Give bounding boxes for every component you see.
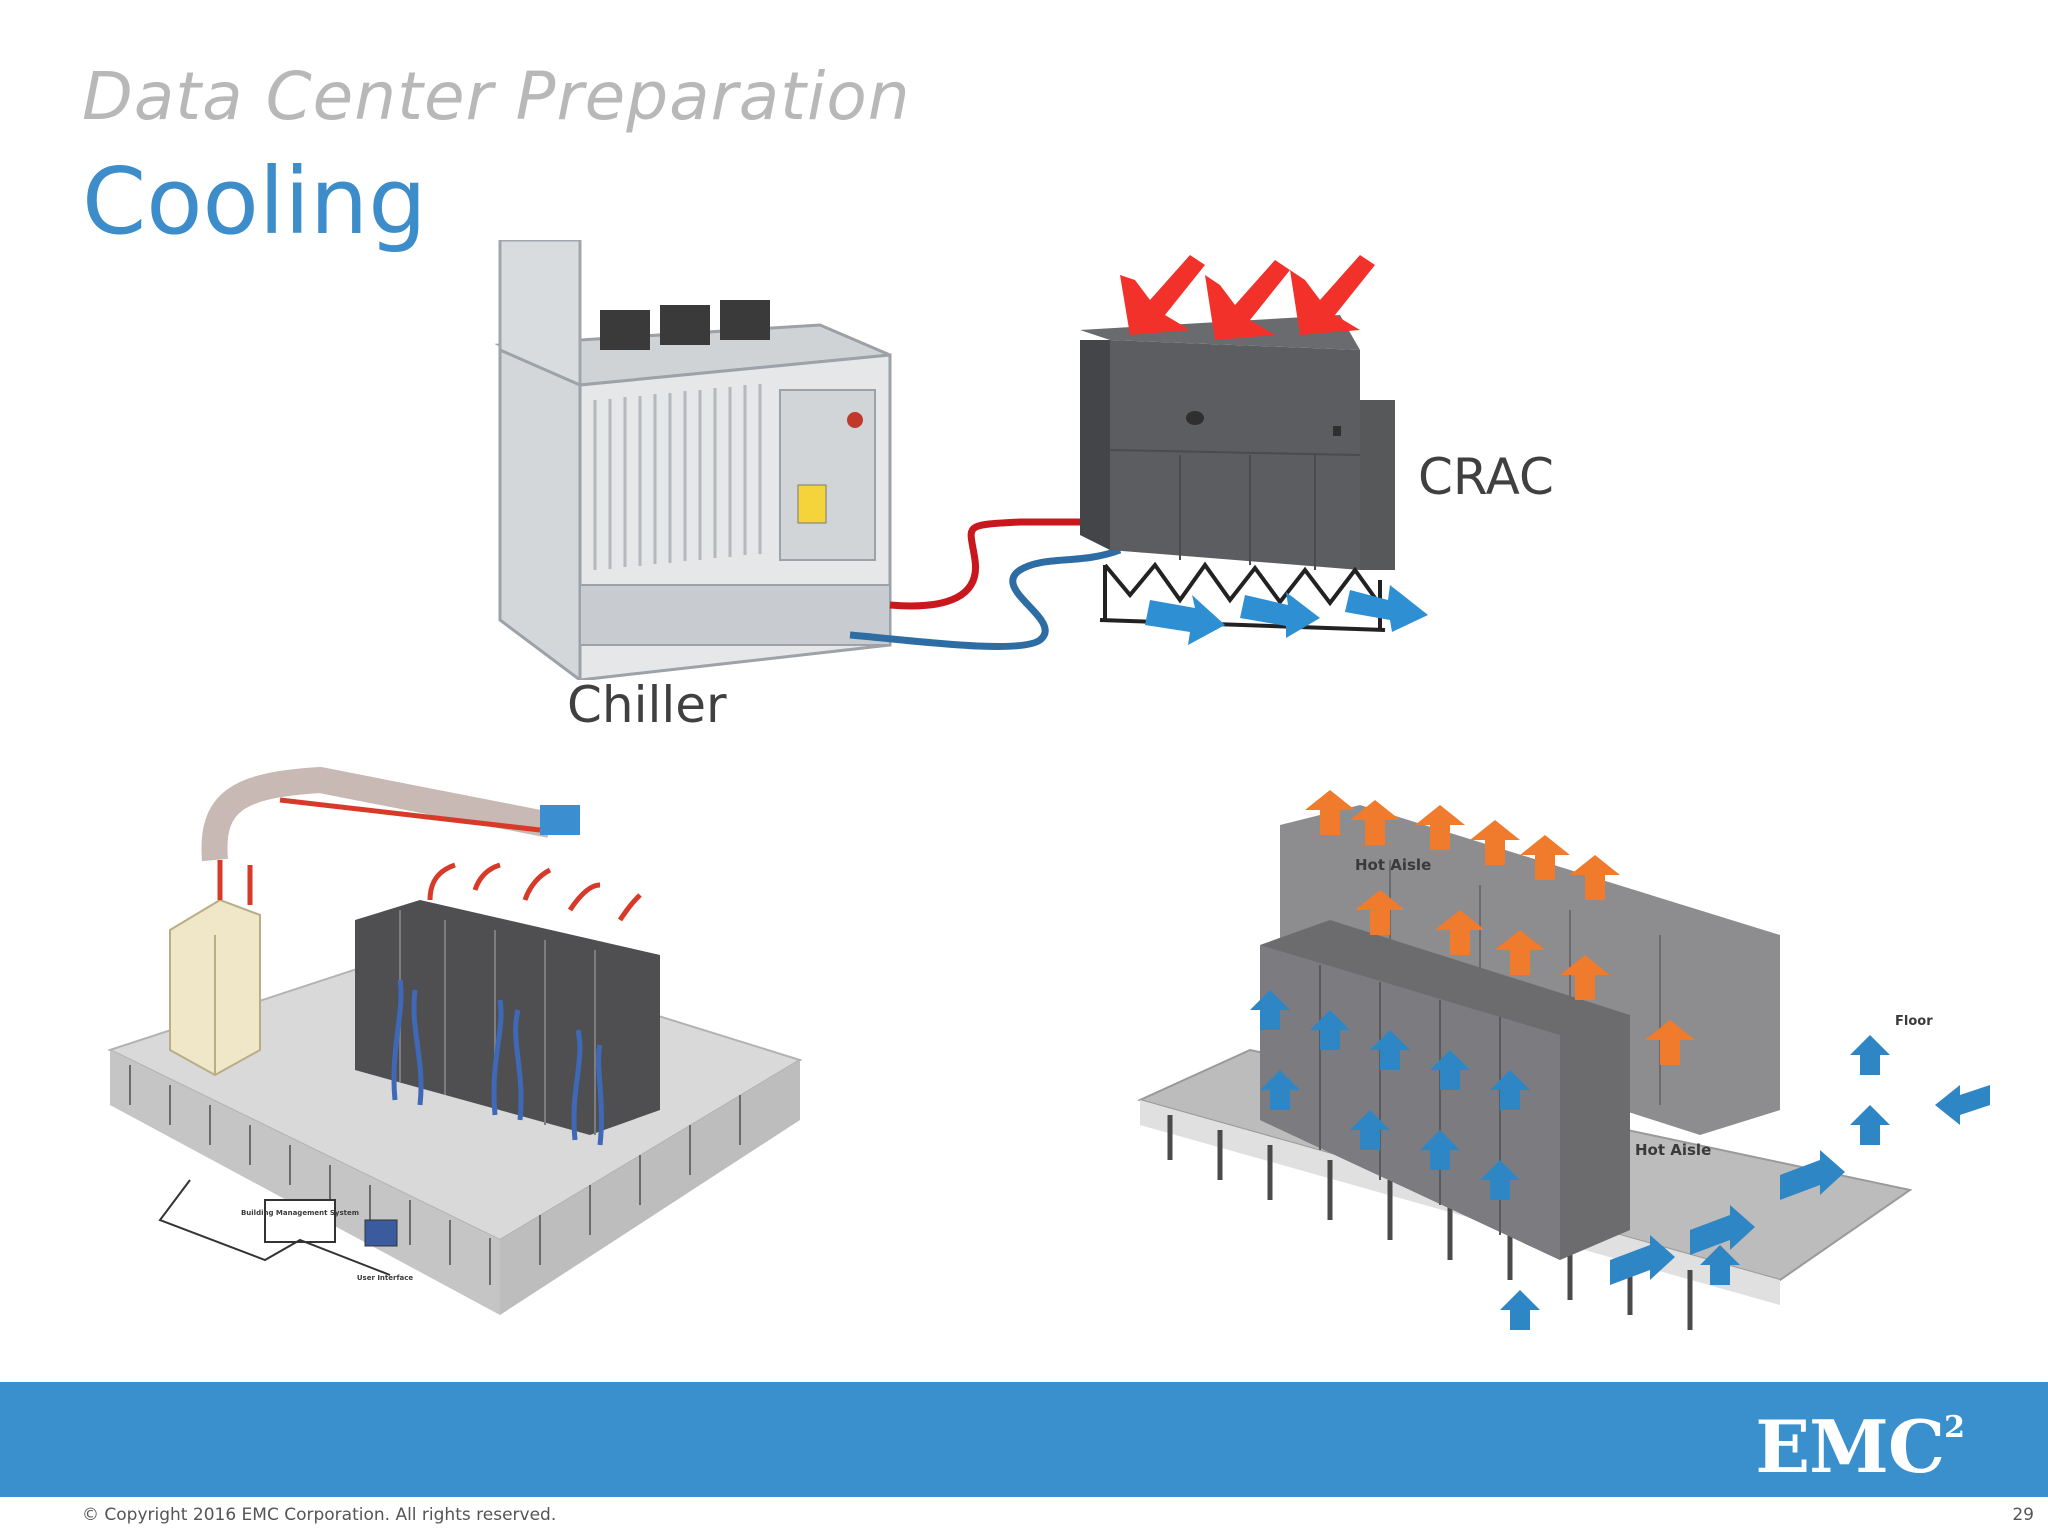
copyright-notice: © Copyright 2016 EMC Corporation. All ri… (82, 1505, 557, 1525)
return-duct (201, 766, 553, 862)
hot-aisle-illustration: Hot Aisle Hot Aisle Floor (1137, 790, 1990, 1330)
hot-aisle-label-top: Hot Aisle (1355, 856, 1431, 874)
crac-label: CRAC (1418, 448, 1554, 506)
user-interface-label: User Interface (357, 1274, 414, 1282)
floor-label: Floor (1895, 1014, 1933, 1029)
emc-logo: EMC2 (1755, 1404, 1965, 1489)
hot-pipe (889, 518, 1100, 610)
chiller-crac-illustration (494, 240, 1428, 680)
cold-air-out-arrows (1145, 585, 1428, 645)
cold-pipe (849, 546, 1122, 650)
chiller-label: Chiller (567, 676, 727, 734)
slide-kicker: Data Center Preparation (82, 58, 911, 135)
bms-label: Building Management System (241, 1209, 359, 1217)
logo-superscript: 2 (1944, 1410, 1965, 1445)
slide-title: Cooling (82, 148, 427, 255)
crac-unit (1080, 315, 1395, 632)
page-number: 29 (2012, 1505, 2034, 1525)
hot-aisle-label-bottom: Hot Aisle (1635, 1141, 1711, 1159)
hot-air-in-arrows (1120, 255, 1375, 340)
footer-band: EMC2 (0, 1382, 2048, 1497)
logo-text: EMC (1755, 1404, 1945, 1489)
raised-floor-illustration: Building Management System User Interfac… (107, 766, 803, 1315)
chiller-unit (494, 240, 892, 680)
